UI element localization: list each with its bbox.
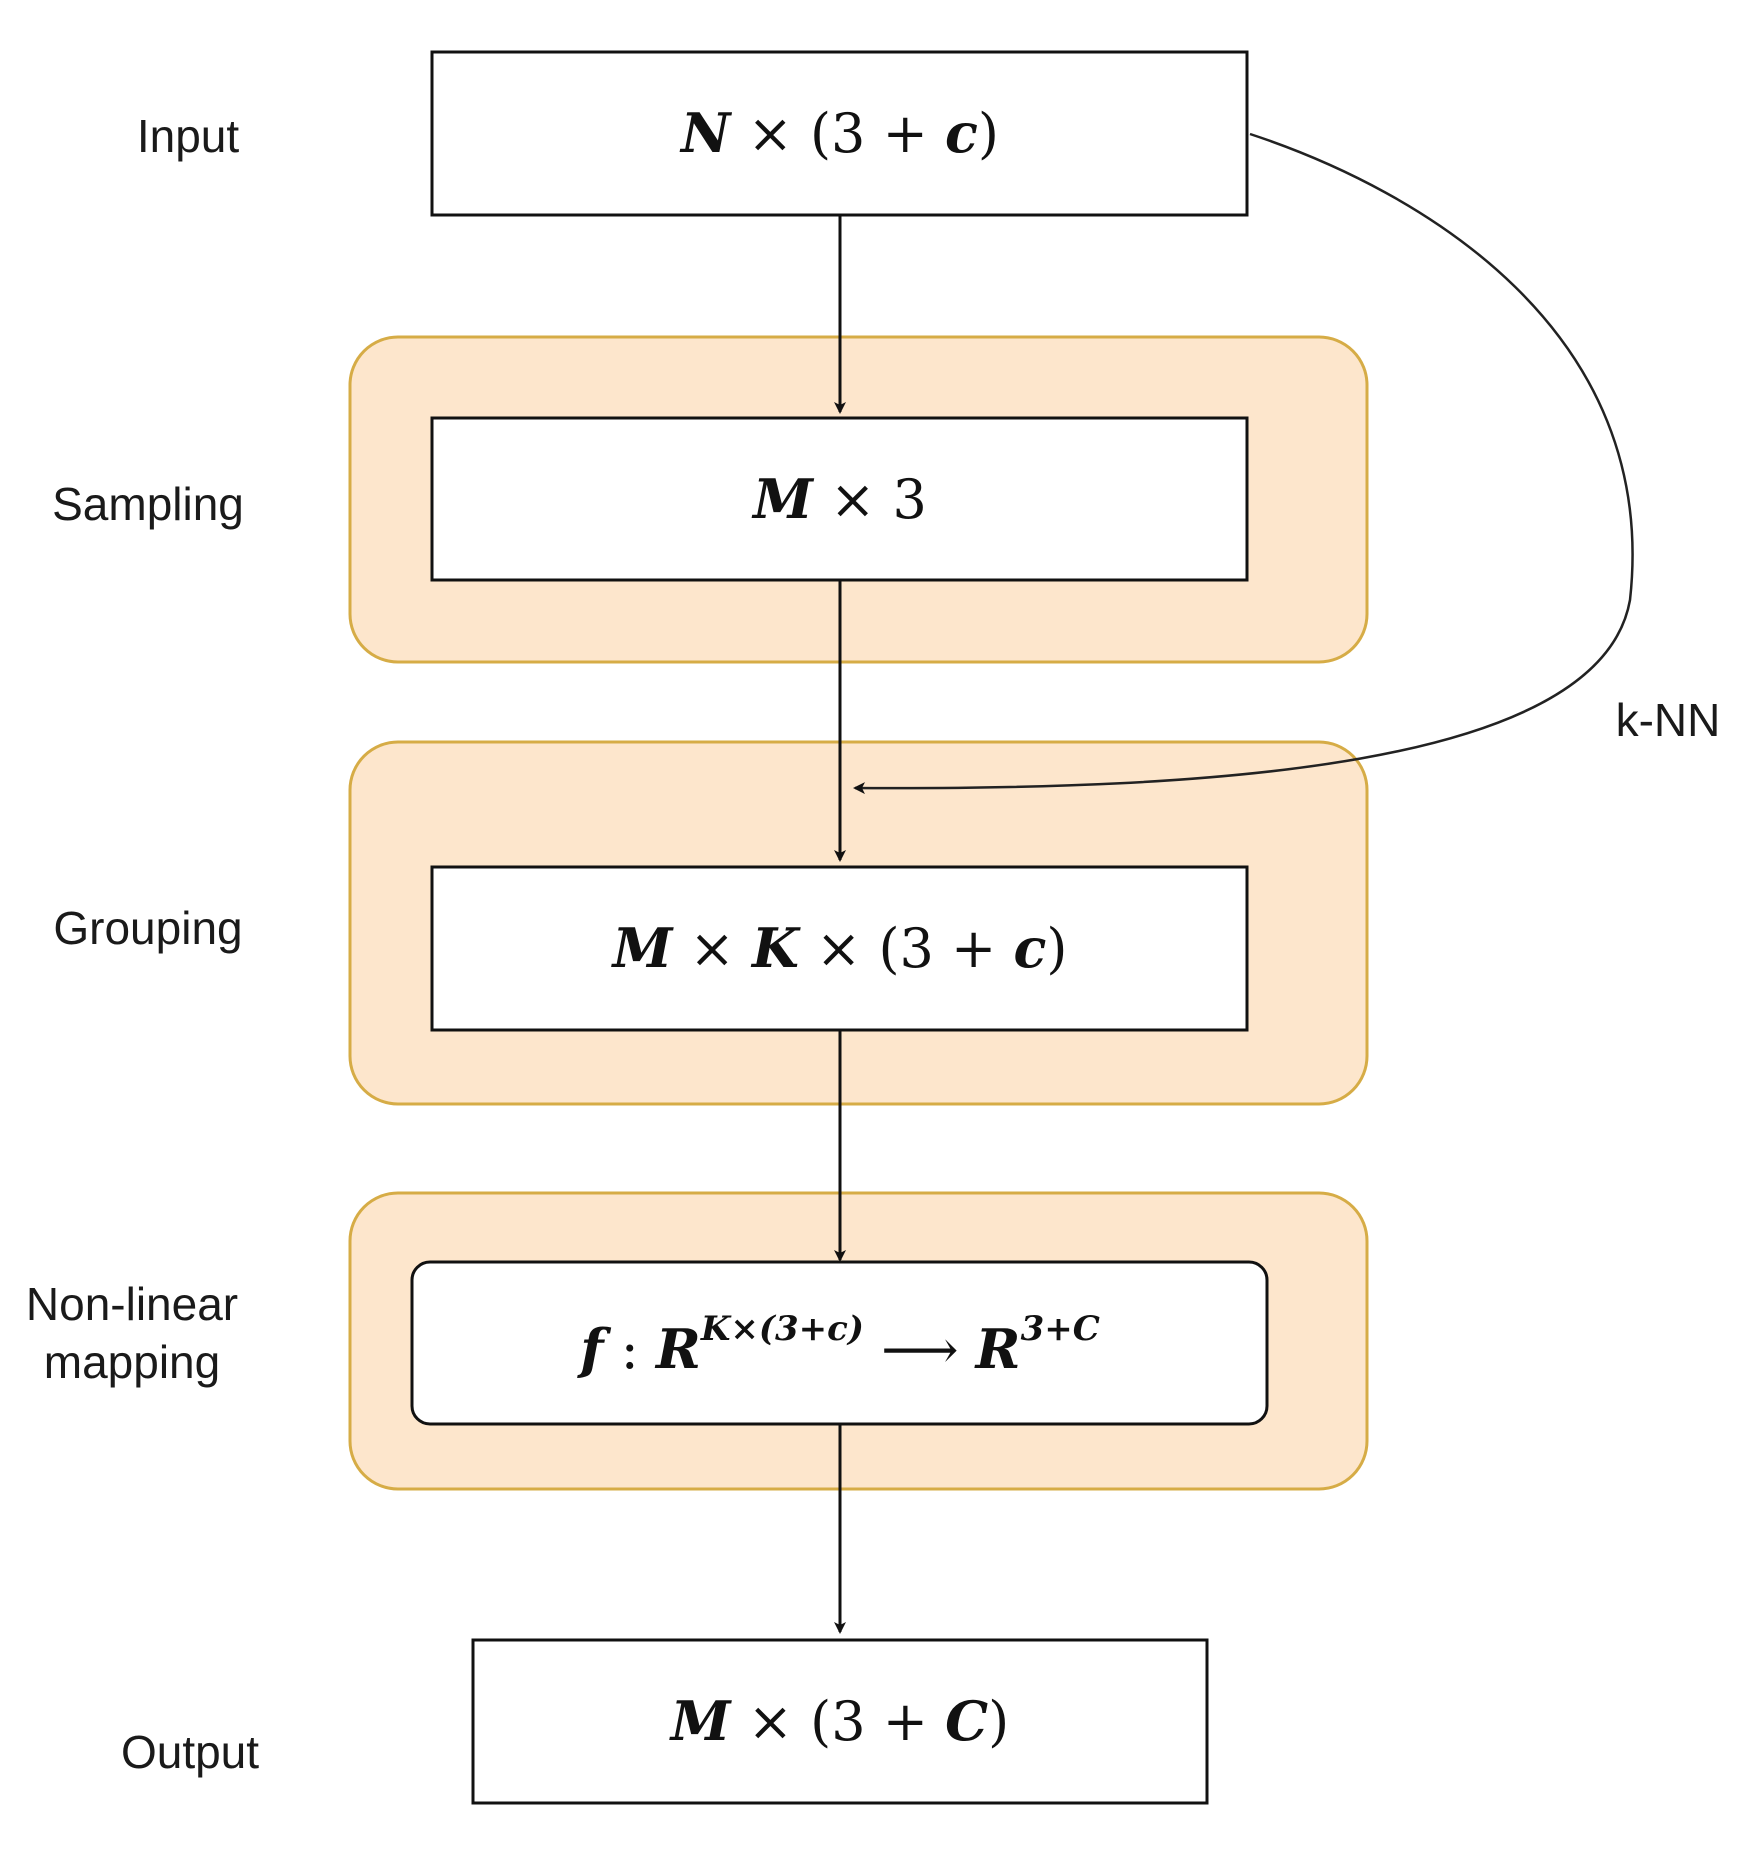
input-formula: N × (3 + c) (679, 101, 999, 165)
sampling-box (430, 416, 1249, 582)
stage-label-grouping: Grouping (53, 902, 242, 954)
stage-label-mapping-line1: Non-linear (26, 1278, 238, 1330)
mapping-box (410, 1260, 1269, 1426)
grouping-box (430, 865, 1249, 1032)
output-formula: M × (3 + C) (669, 1689, 1009, 1753)
stage-label-output: Output (121, 1726, 259, 1778)
grouping-formula: M × K × (3 + c) (611, 916, 1068, 980)
stage-label-mapping-line2: mapping (44, 1336, 220, 1388)
sampling-formula: M × 3 (751, 467, 927, 531)
knn-edge-label: k-NN (1616, 694, 1721, 746)
knn-curve-arrow (853, 132, 1634, 795)
stage-label-sampling: Sampling (52, 478, 244, 530)
stage-label-input: Input (137, 110, 240, 162)
input-box (430, 50, 1249, 217)
output-box (471, 1638, 1209, 1805)
mapping-formula: f : RK×(3+c) ⟶ R3+C (576, 1309, 1100, 1381)
